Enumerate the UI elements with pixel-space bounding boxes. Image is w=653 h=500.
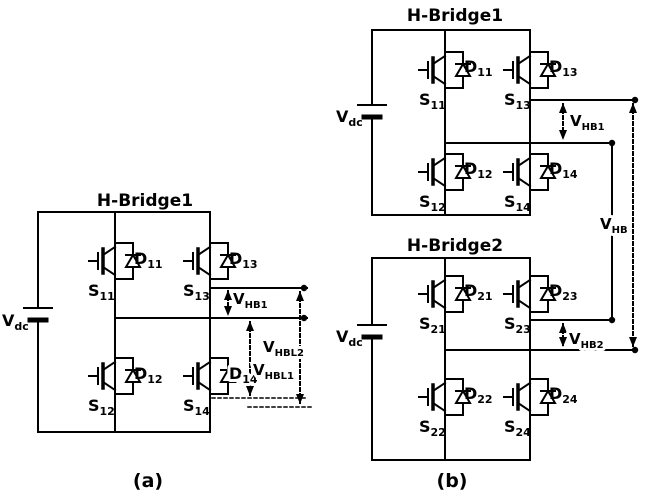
vdc-label-b2: Vdc (336, 327, 363, 349)
igbt-cell-s13-a (182, 237, 237, 285)
vhb1-label-b: VHB1 (570, 112, 605, 133)
igbt-cell-s24-b (502, 373, 557, 421)
bridge-b2-title: H-Bridge2 (407, 236, 503, 256)
switch-label-s12-a: S12 (88, 396, 115, 418)
switch-label-s13-b: S13 (504, 90, 531, 112)
igbt-cell-s23-b (502, 270, 557, 318)
igbt-cell-s11-a (87, 237, 142, 285)
diode-label-d14-a: D14 (229, 364, 258, 386)
diode-label-d11-a: D11 (134, 249, 163, 271)
vhbl2-label-a: VHBL2 (263, 338, 304, 359)
diode-label-d24-b: D24 (549, 384, 578, 406)
switch-label-s11-b: S11 (419, 90, 446, 112)
igbt-cell-s12-b (417, 148, 472, 196)
diode-label-d12-a: D12 (134, 364, 163, 386)
switch-label-s14-b: S14 (504, 192, 531, 214)
switch-label-s12-b: S12 (419, 192, 446, 214)
igbt-cell-s14-b (502, 148, 557, 196)
switch-label-s22-b: S22 (419, 417, 446, 439)
vhbl1-label-a: VHBL1 (253, 361, 294, 382)
igbt-cell-s21-b (417, 270, 472, 318)
terminal-dots (300, 96, 639, 354)
diode-label-d14-b: D14 (549, 159, 578, 181)
switch-label-s11-a: S11 (88, 281, 115, 303)
diode-label-d13-a: D13 (229, 249, 258, 271)
igbt-cell-s12-a (87, 352, 142, 400)
caption-a: (a) (133, 470, 163, 492)
igbt-cell-s22-b (417, 373, 472, 421)
battery-b1 (357, 29, 387, 216)
diode-label-d11-b: D11 (464, 57, 493, 79)
switch-label-s21-b: S21 (419, 314, 446, 336)
igbt-cell-s13-b (502, 46, 557, 94)
vdc-label-b1: Vdc (336, 107, 363, 129)
vdc-label-a: Vdc (2, 311, 29, 333)
battery-a (23, 211, 53, 433)
bridge-a-wiring (23, 211, 308, 433)
vhb-total-label-b: VHB (600, 215, 628, 236)
bridge-a-title: H-Bridge1 (97, 191, 193, 211)
igbt-cell-s14-a (182, 352, 237, 400)
diode-label-d21-b: D21 (464, 281, 493, 303)
diode-label-d12-b: D12 (464, 159, 493, 181)
switch-label-s13-a: S13 (183, 281, 210, 303)
diode-label-d13-b: D13 (549, 57, 578, 79)
bridge-b1-title: H-Bridge1 (407, 6, 503, 26)
battery-b2 (357, 257, 387, 461)
switch-label-s14-a: S14 (183, 396, 210, 418)
igbt-cell-s11-b (417, 46, 472, 94)
caption-b: (b) (437, 470, 468, 492)
switch-label-s24-b: S24 (504, 417, 531, 439)
bridge-b2-wiring (357, 257, 638, 461)
switch-label-s23-b: S23 (504, 314, 531, 336)
diode-label-d23-b: D23 (549, 281, 578, 303)
vhb1-label-a: VHB1 (233, 290, 268, 311)
bridge-b1-wiring (357, 29, 638, 216)
diode-label-d22-b: D22 (464, 384, 493, 406)
vhb2-label-b: VHB2 (569, 330, 604, 351)
